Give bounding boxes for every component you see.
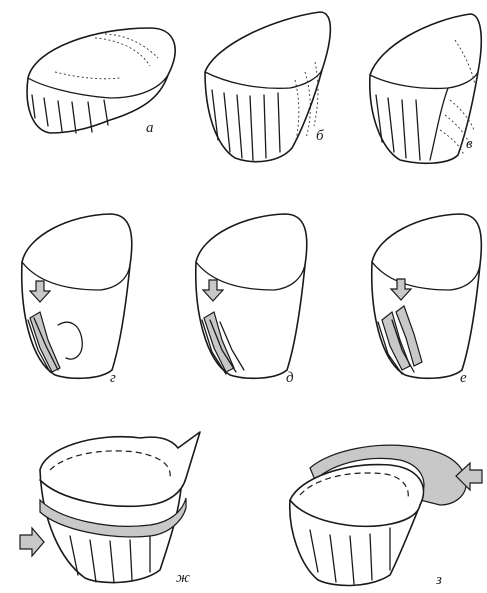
panel-v: в	[370, 14, 481, 163]
panel-g-label: г	[110, 370, 116, 386]
crown-body-b	[205, 12, 330, 162]
arrow-right-icon	[20, 528, 44, 556]
panel-z-label: з	[435, 572, 442, 588]
panel-a-label: а	[146, 120, 154, 136]
panel-d-label: д	[286, 370, 294, 386]
panel-b-label: б	[316, 128, 324, 144]
panel-v-label: в	[466, 136, 473, 152]
panel-e-label: е	[460, 370, 467, 386]
panel-g: г	[22, 214, 132, 386]
panel-z: з	[290, 445, 482, 588]
panel-zh: ж	[20, 432, 200, 586]
panel-b: б	[205, 12, 330, 162]
panel-zh-label: ж	[176, 570, 190, 586]
crown-body-a	[27, 28, 175, 133]
panel-a: а	[27, 28, 175, 136]
panel-e: е	[372, 214, 482, 386]
panel-d: д	[196, 214, 307, 386]
